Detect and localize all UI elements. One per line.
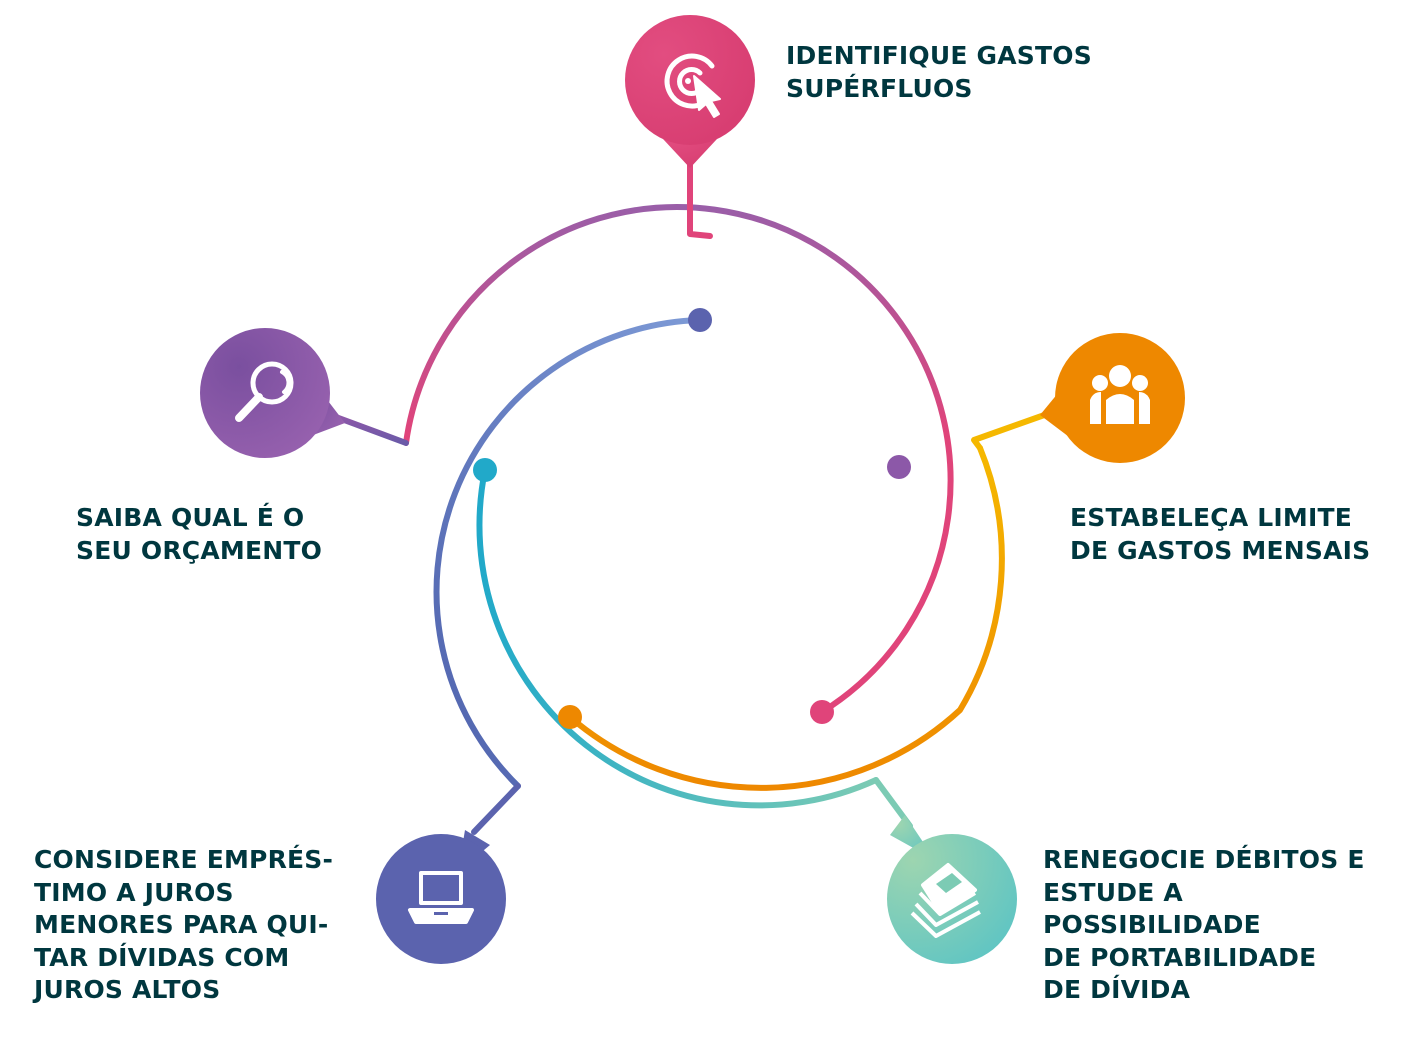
end-dot-pink [810,700,834,724]
target-cursor-icon [664,53,721,118]
end-dot-cyan [473,458,497,482]
leader-loan [471,783,521,835]
laptop-icon [408,871,474,924]
end-dot-indigo [688,308,712,332]
label-identify: IDENTIFIQUE GASTOS SUPÉRFLUOS [786,41,1092,103]
connector-identify [403,203,954,715]
pin-limit [1040,333,1185,463]
pin-renegotiate [887,815,1017,964]
leader-limit [971,410,1053,451]
leader-identify [687,147,713,239]
label-budget: SAIBA QUAL É O SEU ORÇAMENTO [76,503,323,565]
people-group-icon [1090,365,1150,424]
pin-budget [200,328,345,458]
label-renegotiate: RENEGOCIE DÉBITOS E ESTUDE A POSSIBILIDA… [1043,845,1365,1004]
label-loan: CONSIDERE EMPRÉS- TIMO A JUROS MENORES P… [34,845,334,1004]
pin-loan [376,830,506,964]
end-dot-orange [558,705,582,729]
stacked-documents-icon [910,863,981,938]
connector-loan [433,317,703,789]
end-dot-purple [887,455,911,479]
connector-budget [333,414,409,446]
label-limit: ESTABELEÇA LIMITE DE GASTOS MENSAIS [1070,503,1371,565]
pin-identify [625,15,755,168]
connector-renegotiate [476,467,879,809]
magnifier-icon [235,361,294,422]
connector-limit [567,445,1005,791]
